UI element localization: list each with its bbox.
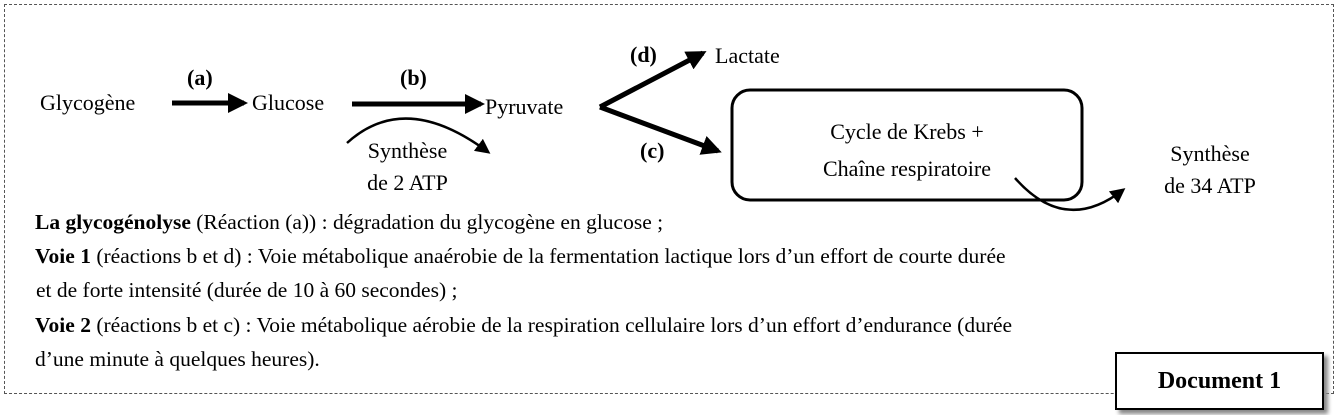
synthese-34-line1: Synthèse [1170, 141, 1250, 166]
glycogene-label: Glycogène [40, 90, 136, 115]
krebs-box [730, 88, 1084, 202]
text-line-1: La glycogénolyse (Réaction (a)) : dégrad… [35, 210, 664, 234]
reaction-b-label: (b) [400, 65, 427, 90]
lactate-label: Lactate [715, 43, 780, 68]
text-line-5: d’une minute à quelques heures). [35, 347, 320, 371]
metabolic-pathway-diagram [172, 50, 1126, 212]
text-line-1-rest: (Réaction (a)) : dégradation du glycogèn… [190, 210, 664, 234]
document-label-box: Document 1 [1115, 352, 1324, 410]
arrow-d [598, 50, 707, 110]
synthese-2-line1: Synthèse [367, 138, 448, 163]
dashed-frame [4, 4, 1334, 394]
arrow-c [599, 104, 722, 155]
krebs-line2: Chaîne respiratoire [823, 156, 991, 181]
reaction-c-label: (c) [640, 138, 665, 163]
synthese-34-line2: de 34 ATP [1164, 173, 1256, 198]
atp-curve-34 [1014, 177, 1126, 212]
voie-2-term: Voie 2 [35, 313, 91, 337]
text-line-2-rest: (réactions b et d) : Voie métabolique an… [90, 244, 1006, 268]
text-line-4: Voie 2 (réactions b et c) : Voie métabol… [35, 313, 1013, 337]
atp-curve-2 [346, 117, 491, 154]
pyruvate-label: Pyruvate [485, 94, 564, 119]
reaction-d-label: (d) [630, 42, 657, 67]
glucose-label: Glucose [252, 90, 325, 115]
synthese-2-line2: de 2 ATP [367, 170, 448, 195]
glycogenolyse-term: La glycogénolyse [35, 210, 191, 234]
text-line-2: Voie 1 (réactions b et d) : Voie métabol… [35, 244, 1006, 268]
reaction-a-label: (a) [187, 65, 213, 90]
text-line-4-rest: (réactions b et c) : Voie métabolique aé… [90, 313, 1013, 337]
krebs-line1: Cycle de Krebs + [830, 119, 984, 144]
voie-1-term: Voie 1 [35, 244, 91, 268]
text-line-3: et de forte intensité (durée de 10 à 60 … [36, 278, 458, 302]
